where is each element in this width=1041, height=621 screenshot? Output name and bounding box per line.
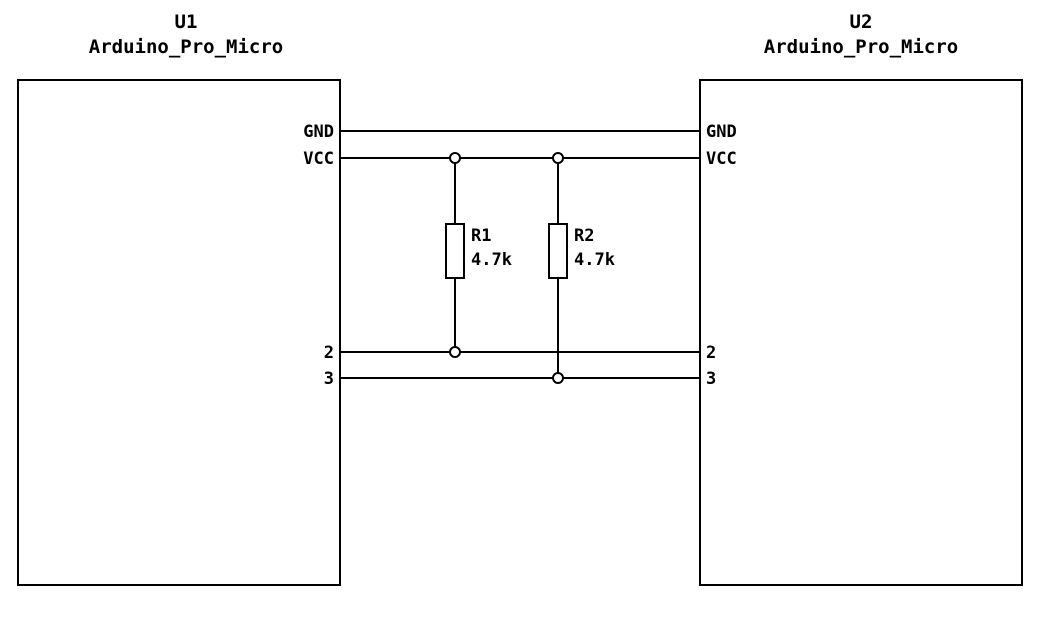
resistor-ref-r1: R1: [471, 226, 491, 246]
wires: [340, 130, 700, 379]
resistor-ref-r2: R2: [574, 226, 594, 246]
pin-label-u1-gnd: GND: [303, 122, 334, 142]
component-u1: U1 Arduino_Pro_Micro GND VCC 2 3: [17, 11, 341, 586]
junction-r1-pin2: [449, 346, 461, 358]
pin-label-u1-vcc: VCC: [303, 149, 334, 169]
pin-label-u2-gnd: GND: [706, 122, 737, 142]
resistor-r1-body: [445, 223, 465, 279]
component-ref-u1: U1: [175, 11, 198, 33]
component-ref-u2: U2: [850, 11, 873, 33]
pin-label-u2-3: 3: [706, 369, 716, 389]
component-body-u2: [699, 79, 1023, 586]
resistor-r2: R2 4.7k: [548, 158, 615, 378]
component-value-u2: Arduino_Pro_Micro: [764, 36, 958, 58]
component-value-u1: Arduino_Pro_Micro: [89, 36, 283, 58]
resistor-value-r2: 4.7k: [574, 250, 615, 270]
junctions: [449, 152, 564, 384]
component-body-u1: [17, 79, 341, 586]
pin-label-u2-vcc: VCC: [706, 149, 737, 169]
resistor-r2-body: [548, 223, 568, 279]
pin-label-u2-2: 2: [706, 343, 716, 363]
component-u2: U2 Arduino_Pro_Micro GND VCC 2 3: [699, 11, 1023, 586]
junction-r2-pin3: [552, 372, 564, 384]
junction-r2-vcc: [552, 152, 564, 164]
pin-label-u1-2: 2: [324, 343, 334, 363]
resistor-r1: R1 4.7k: [445, 158, 512, 352]
resistor-value-r1: 4.7k: [471, 250, 512, 270]
junction-r1-vcc: [449, 152, 461, 164]
pin-label-u1-3: 3: [324, 369, 334, 389]
